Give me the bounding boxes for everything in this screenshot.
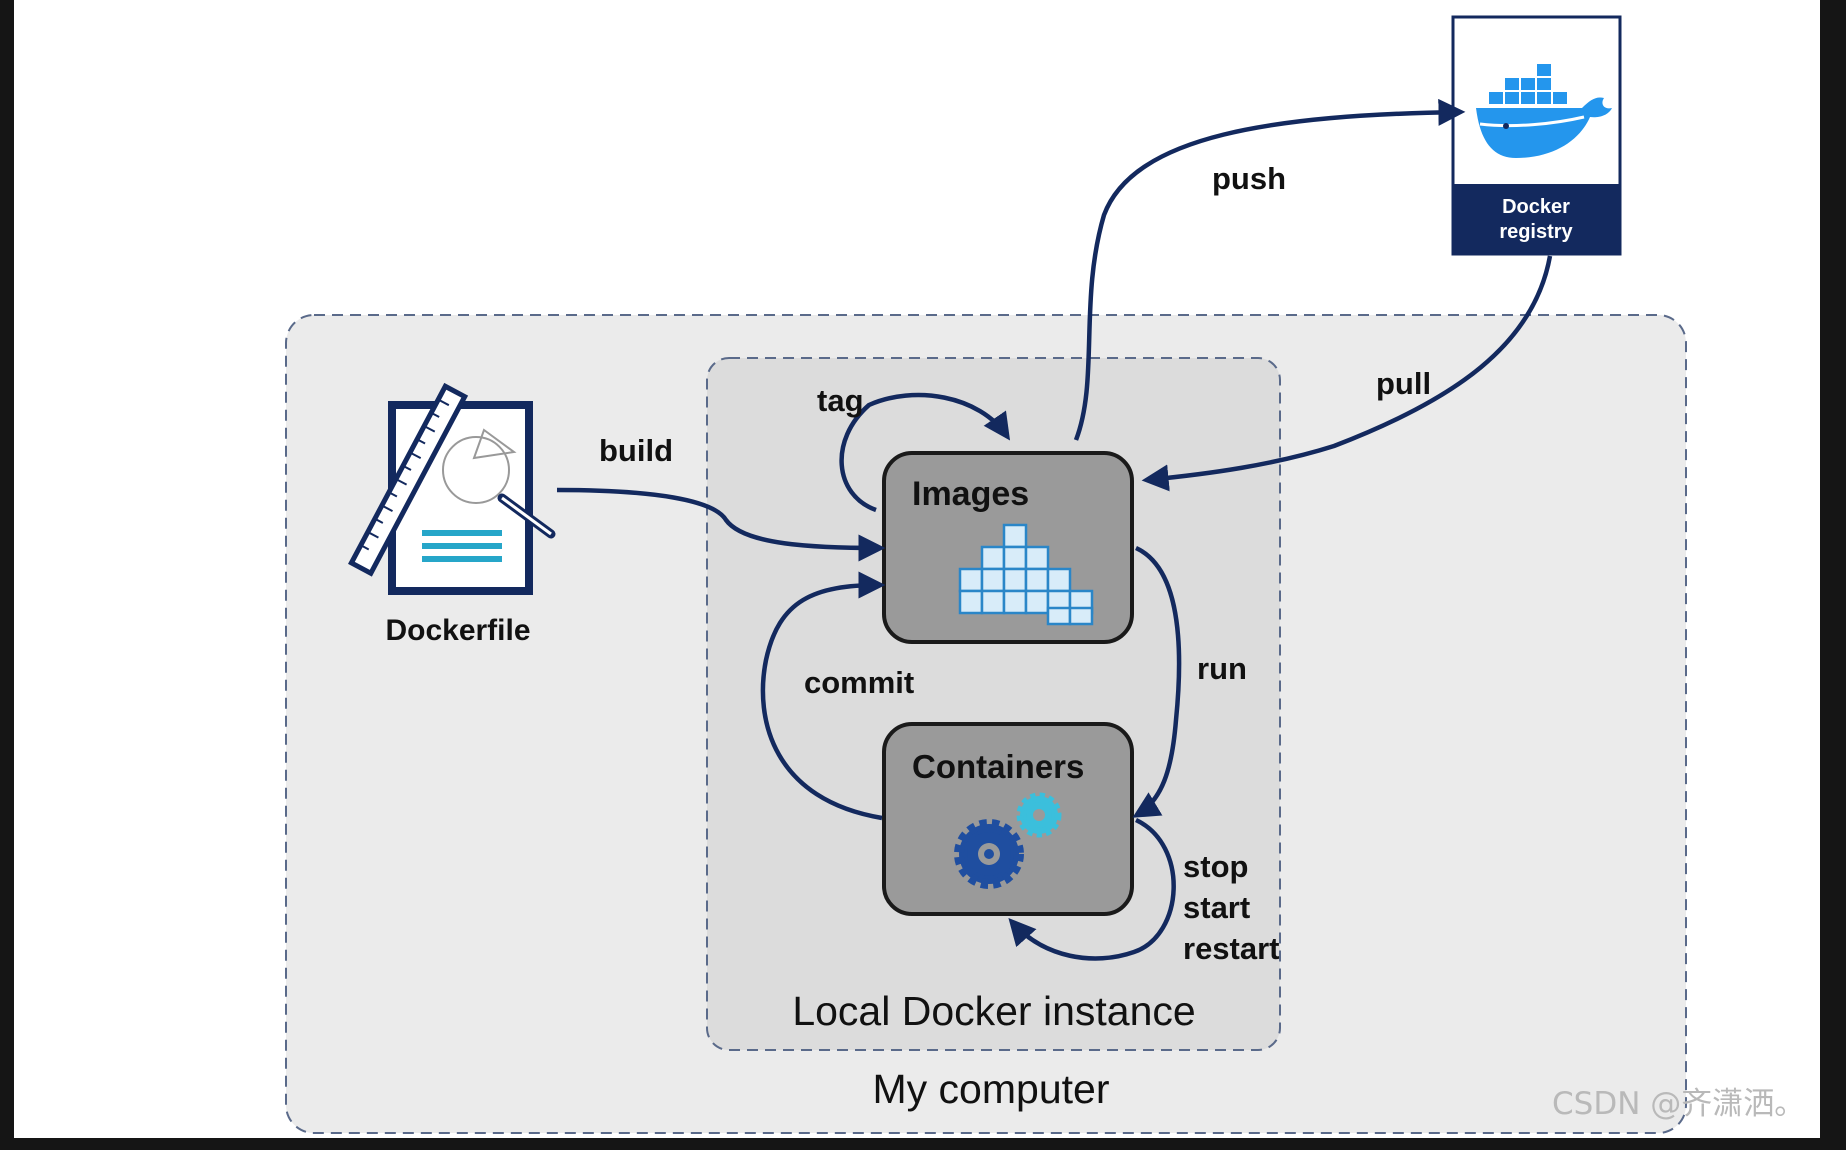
docker-whale-icon — [1476, 64, 1612, 158]
blueprint-ruler-icon — [348, 382, 556, 595]
push-label: push — [1212, 161, 1286, 196]
tag-arrow — [839, 392, 1011, 513]
stop-label: stop — [1183, 849, 1248, 884]
images-node: Images — [882, 451, 1134, 644]
commit-label: commit — [804, 665, 914, 700]
dockerfile-label: Dockerfile — [385, 614, 530, 647]
containers-node: Containers — [882, 722, 1134, 916]
build-label: build — [599, 433, 673, 468]
edges: build tag push pull run commit stop star… — [556, 98, 1553, 966]
containers-label: Containers — [912, 748, 1084, 785]
tag-label: tag — [817, 383, 864, 418]
pull-arrow — [1141, 255, 1553, 492]
commit-arrow — [760, 571, 886, 821]
run-label: run — [1197, 651, 1247, 686]
pull-label: pull — [1376, 366, 1431, 401]
docker-registry-node: Docker registry — [1451, 15, 1622, 256]
build-arrow — [556, 487, 886, 562]
restart-label: restart — [1183, 931, 1280, 966]
start-label: start — [1183, 890, 1250, 925]
docker-workflow-diagram: My computer Local Docker instance — [285, 15, 1805, 1134]
stacked-cubes-icon — [958, 523, 1094, 626]
diagram-canvas: My computer Local Docker instance — [14, 0, 1820, 1138]
my-computer-label: My computer — [873, 1066, 1110, 1112]
watermark: CSDN @齐潇洒。 — [1552, 1086, 1805, 1122]
gears-icon — [954, 792, 1062, 889]
lifecycle-arrow — [1008, 817, 1176, 961]
dockerfile-node: Dockerfile — [348, 382, 556, 647]
local-instance-label: Local Docker instance — [792, 988, 1195, 1034]
local-docker-instance-group: Local Docker instance — [706, 357, 1281, 1051]
push-arrow — [1073, 98, 1466, 441]
registry-label-line2: registry — [1499, 221, 1573, 243]
images-label: Images — [912, 475, 1029, 513]
registry-label-line1: Docker — [1502, 196, 1570, 218]
run-arrow — [1132, 545, 1182, 818]
